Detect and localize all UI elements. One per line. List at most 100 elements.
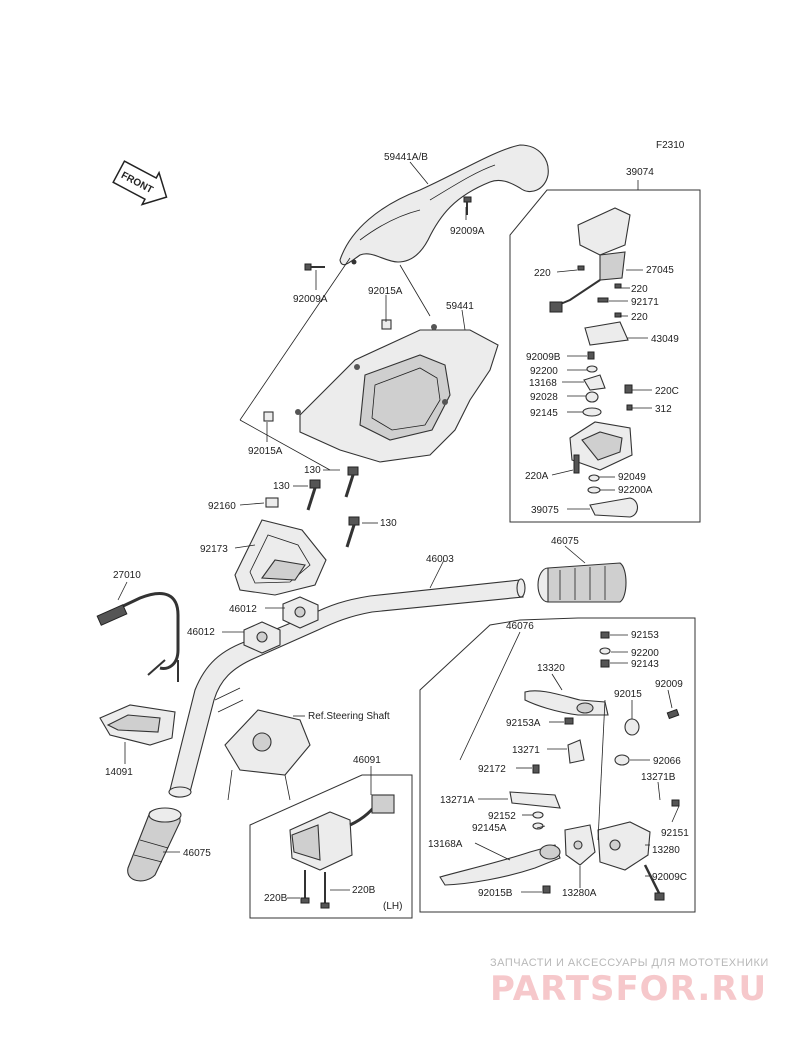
label-220b-a: 220B bbox=[264, 893, 288, 904]
label-lh: (LH) bbox=[383, 901, 402, 912]
label-220-a: 220 bbox=[534, 268, 551, 279]
cable-27045 bbox=[549, 279, 601, 313]
grip-46075-right bbox=[537, 562, 627, 603]
grip-46075-left bbox=[127, 807, 182, 882]
label-92049: 92049 bbox=[618, 472, 646, 483]
label-92009c: 92009C bbox=[652, 872, 687, 883]
steering-clamp bbox=[224, 709, 311, 801]
label-92009a-left: 92009A bbox=[293, 294, 328, 305]
label-27010: 27010 bbox=[113, 570, 141, 581]
collar-92015a-bottom bbox=[263, 411, 274, 422]
label-92015a-bottom: 92015A bbox=[248, 446, 283, 457]
lever-13320 bbox=[524, 690, 609, 716]
label-46075-top: 46075 bbox=[551, 536, 579, 547]
label-46003: 46003 bbox=[426, 554, 454, 565]
label-220-c: 220 bbox=[631, 312, 648, 323]
label-92015: 92015 bbox=[614, 689, 642, 700]
label-43049: 43049 bbox=[651, 334, 679, 345]
throttle-box-39074 bbox=[509, 189, 701, 523]
label-130-c: 130 bbox=[380, 518, 397, 529]
label-92009b: 92009B bbox=[526, 352, 561, 363]
label-92153: 92153 bbox=[631, 630, 659, 641]
label-92066: 92066 bbox=[653, 756, 681, 767]
lever-39075 bbox=[587, 474, 639, 518]
label-92160: 92160 bbox=[208, 501, 236, 512]
front-arrow-icon: FRONT bbox=[112, 160, 168, 206]
bushing-92160 bbox=[265, 497, 279, 508]
label-312: 312 bbox=[655, 404, 672, 415]
screw-92009a-left bbox=[304, 263, 325, 271]
label-13271b: 13271B bbox=[641, 772, 676, 783]
label-92015b: 92015B bbox=[478, 888, 513, 899]
label-92173: 92173 bbox=[200, 544, 228, 555]
label-46012-a: 46012 bbox=[229, 604, 257, 615]
label-92009: 92009 bbox=[655, 679, 683, 690]
screw-92009a-top bbox=[463, 196, 472, 215]
label-92171: 92171 bbox=[631, 297, 659, 308]
bolt-130-b bbox=[344, 466, 359, 498]
label-13168: 13168 bbox=[529, 378, 557, 389]
label-220a: 220A bbox=[525, 471, 549, 482]
label-92028: 92028 bbox=[530, 392, 558, 403]
label-92145a: 92145A bbox=[472, 823, 507, 834]
label-92015a-top: 92015A bbox=[368, 286, 403, 297]
label-46012-b: 46012 bbox=[187, 627, 215, 638]
label-130-a: 130 bbox=[304, 465, 321, 476]
label-13271a: 13271A bbox=[440, 795, 475, 806]
label-220-b: 220 bbox=[631, 284, 648, 295]
screw-220b-a bbox=[300, 870, 310, 904]
label-46091: 46091 bbox=[353, 755, 381, 766]
label-92200a: 92200A bbox=[618, 485, 653, 496]
label-92151: 92151 bbox=[661, 828, 689, 839]
handlebar-46003 bbox=[168, 578, 526, 798]
label-39075: 39075 bbox=[531, 505, 559, 516]
switch-46091 bbox=[289, 794, 395, 871]
label-46075-bottom: 46075 bbox=[183, 848, 211, 859]
label-59441: 59441 bbox=[446, 301, 474, 312]
label-130-b: 130 bbox=[273, 481, 290, 492]
label-92200-b: 92200 bbox=[631, 648, 659, 659]
inner-panel-59441 bbox=[295, 324, 499, 463]
label-92152: 92152 bbox=[488, 811, 516, 822]
holder-46012-a bbox=[282, 596, 319, 629]
watermark-logo: PARTSFOR.RU bbox=[490, 969, 767, 1009]
screw-220b-b bbox=[320, 872, 330, 909]
label-92200: 92200 bbox=[530, 366, 558, 377]
label-92009a-top: 92009A bbox=[450, 226, 485, 237]
collar-92015a-top bbox=[381, 319, 392, 330]
diagram-code: F2310 bbox=[656, 140, 685, 151]
cable-27010 bbox=[96, 592, 180, 682]
label-46076: 46076 bbox=[506, 621, 534, 632]
label-13280: 13280 bbox=[652, 845, 680, 856]
label-ref-steering-shaft: Ref.Steering Shaft bbox=[308, 711, 390, 722]
bolt-130-a bbox=[306, 479, 321, 511]
label-220b-b: 220B bbox=[352, 885, 376, 896]
clamp-92173 bbox=[234, 519, 327, 596]
label-13271: 13271 bbox=[512, 745, 540, 756]
label-27045: 27045 bbox=[646, 265, 674, 276]
holder-46012-b bbox=[243, 621, 281, 654]
label-220c: 220C bbox=[655, 386, 679, 397]
label-14091: 14091 bbox=[105, 767, 133, 778]
label-13168a: 13168A bbox=[428, 839, 463, 850]
label-92143: 92143 bbox=[631, 659, 659, 670]
brake-box-46076 bbox=[419, 617, 696, 913]
switch-box-46091 bbox=[249, 774, 413, 919]
throttle-housing bbox=[569, 421, 633, 474]
mount-14091 bbox=[99, 704, 176, 746]
holder-13280 bbox=[597, 821, 651, 871]
bolt-92009c bbox=[643, 864, 665, 901]
holder-13280a bbox=[564, 824, 596, 866]
watermark-caption: ЗАПЧАСТИ И АКСЕССУАРЫ ДЛЯ МОТОТЕХНИКИ bbox=[490, 957, 769, 969]
label-92145: 92145 bbox=[530, 408, 558, 419]
lever-13168a bbox=[439, 844, 561, 886]
label-39074: 39074 bbox=[626, 167, 654, 178]
label-13280a: 13280A bbox=[562, 888, 597, 899]
label-13320: 13320 bbox=[537, 663, 565, 674]
label-92172: 92172 bbox=[478, 764, 506, 775]
nut-92015b bbox=[542, 885, 551, 894]
throttle-case-upper bbox=[577, 207, 631, 281]
upper-cover-59441ab bbox=[339, 144, 549, 266]
small-parts-throttle bbox=[577, 265, 633, 417]
